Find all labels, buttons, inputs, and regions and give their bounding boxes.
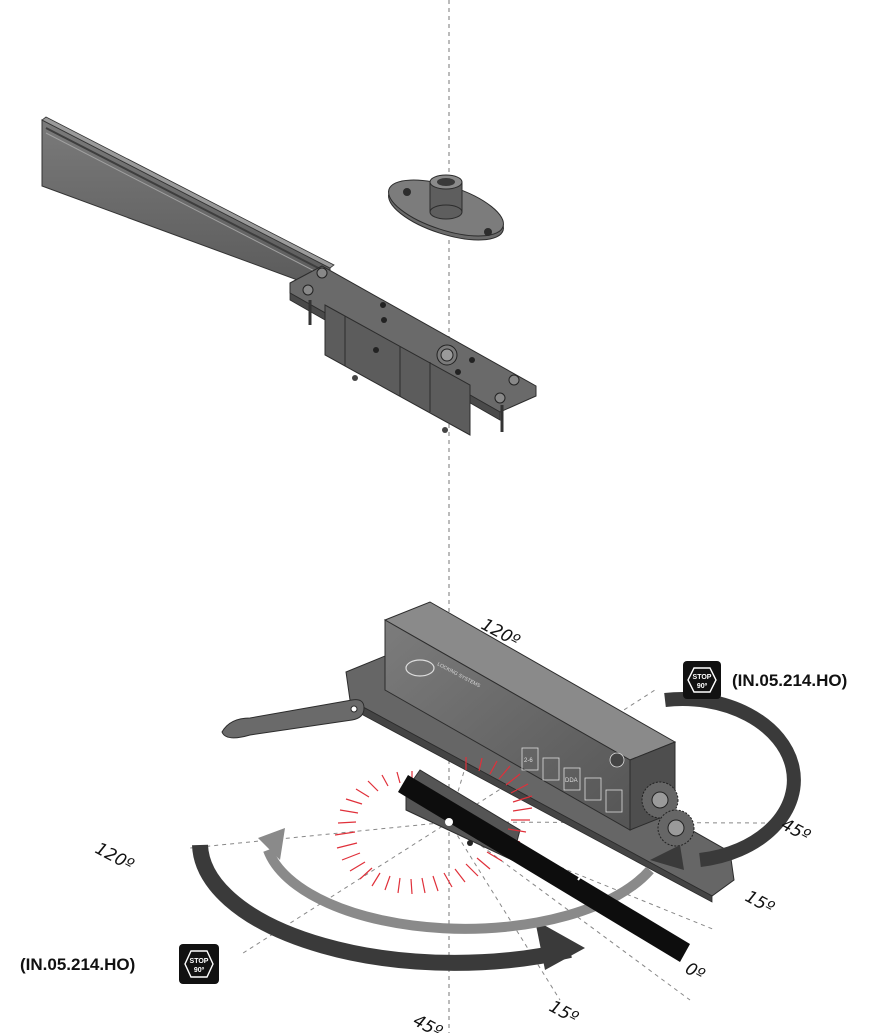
panel-size-label: 2-6 [524,758,533,764]
reference-code-lower: (IN.05.214.HO) [20,955,135,974]
stop-badge-lower-line1: STOP [190,958,209,965]
stop-badge-upper-line2: 90º [697,683,708,690]
panel-dda-label: DDA [565,778,578,784]
closing-arc-light [258,828,654,934]
opening-arc-dark [192,844,585,971]
reference-code-upper: (IN.05.214.HO) [732,671,847,690]
overhead-rail [41,116,537,436]
stop-badge-lower: STOP 90º [179,944,219,984]
top-pivot [388,174,504,241]
upper-arc-dark [650,691,801,870]
angle-label-15-bottom: 15º [546,997,582,1029]
angle-label-0: 0º [682,959,708,985]
stop-badge-upper-line1: STOP [693,674,712,681]
stop-badge-upper: STOP 90º [683,661,721,699]
door-leaf [398,775,690,962]
closer-info-panel [521,747,625,813]
angle-label-45-bottom: 45º [410,1011,446,1033]
angle-label-15-right: 15º [742,887,778,919]
angle-label-120-left: 120º [92,839,137,876]
adjustment-key [221,699,365,739]
stop-badge-lower-line2: 90º [194,967,205,974]
red-angle-ticks [334,757,533,895]
